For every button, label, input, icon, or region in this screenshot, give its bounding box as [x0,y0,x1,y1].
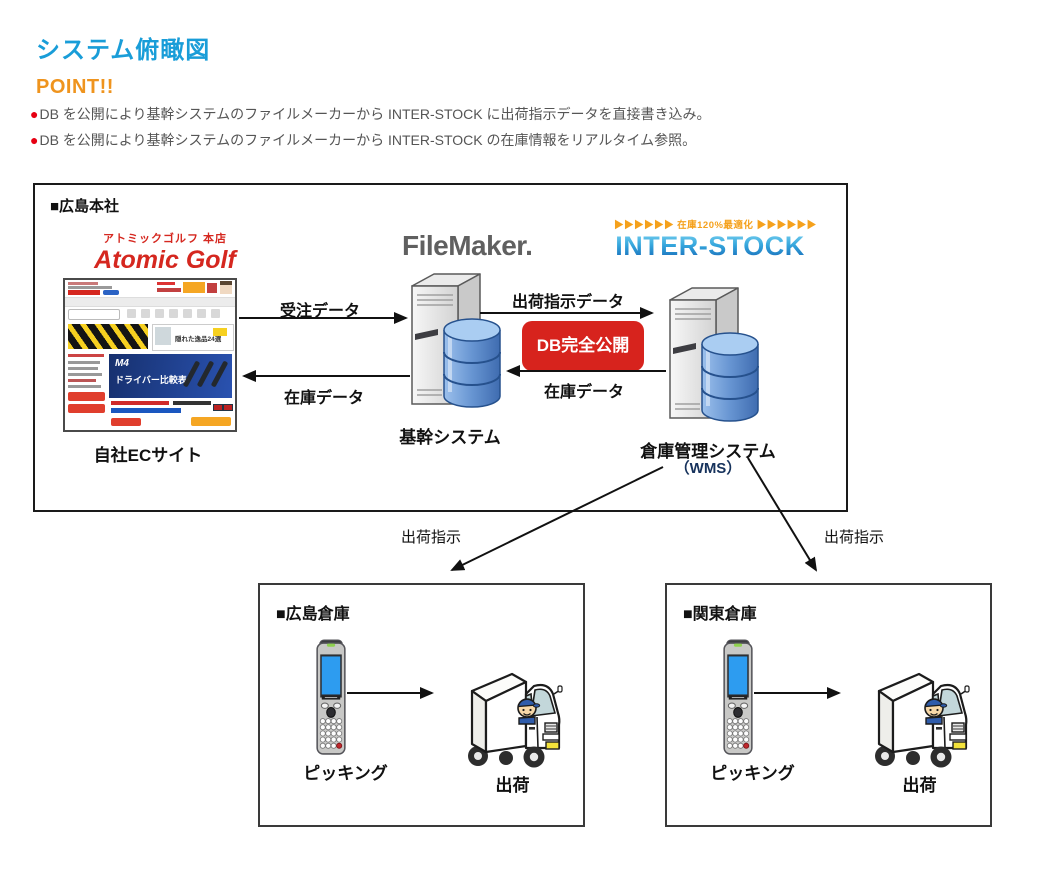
wms-server-illustration [658,276,768,434]
ec-site-caption: 自社ECサイト [93,446,203,465]
warehouse-label: ■広島倉庫 [276,606,350,623]
delivery-truck-illustration [458,661,566,773]
ec-sidebar-link [68,379,96,382]
order-data-label: 受注データ [279,303,360,320]
ec-site-screenshot: 隠れた逸品24選 M4 ドライバー比較表 [63,278,237,432]
ec-icon [127,309,136,318]
ec-topline [68,282,98,285]
handheld-terminal-illustration [315,638,347,756]
ec-hero-banner: M4 ドライバー比較表 [109,354,232,398]
ec-promo-badge [183,282,205,293]
ec-sidebar-heading [68,354,104,357]
ec-cta-button [111,418,141,426]
ec-flag-icon [213,404,223,411]
point-bullet-2: ●DB を公開により基幹システムのファイルメーカーから INTER-STOCK … [30,130,696,150]
filemaker-logo: FileMaker. [402,230,533,261]
stock-data-to-ec-label: 在庫データ [283,390,364,407]
ec-promo-banner-accent [213,328,227,336]
bullet-text: DB を公開により基幹システムのファイルメーカーから INTER-STOCK の… [39,132,697,148]
ec-phone-number [207,283,217,293]
ec-promo-banner-text: 隠れた逸品24選 [175,336,222,343]
dispatch-left-label: 出荷指示 [401,529,462,546]
bullet-text: DB を公開により基幹システムのファイルメーカーから INTER-STOCK に… [39,106,711,122]
ec-hero-text: ドライバー比較表 [115,375,187,385]
core-server-illustration [400,262,510,420]
ec-sidebar-link [68,385,101,388]
ec-sidebar-link [68,361,100,364]
ec-icon [183,309,192,318]
handheld-terminal-illustration [722,638,754,756]
hq-box: ■広島本社 アトミックゴルフ 本店 Atomic Golf [33,183,848,512]
atomic-golf-logo-main: Atomic Golf [94,246,236,274]
shipping-label: 出荷 [902,776,937,795]
warehouse-box-kanto: ■関東倉庫 ピッキング 出荷 [665,583,992,827]
ec-topline [68,286,112,289]
point-heading: POINT!! [36,76,114,98]
hq-box-label: ■広島本社 [50,198,120,215]
interstock-logo: ▶▶▶▶▶▶ 在庫120%最適化 ▶▶▶▶▶▶ INTER-STOCK [614,217,817,262]
ec-price-row [111,408,181,413]
delivery-truck-illustration [865,661,973,773]
warehouse-label: ■関東倉庫 [683,606,757,623]
ec-person-photo-hair [220,281,232,285]
atomic-golf-logo-top: アトミックゴルフ 本店 [102,233,228,245]
ship-instruction-data-label: 出荷指示データ [511,294,624,311]
ec-sidebar-link [68,367,98,370]
ec-search-box [68,309,120,320]
ec-phone-number [157,288,181,292]
ec-flag-icon [223,404,233,411]
ec-nav-bar [65,297,235,307]
ec-header-text [157,282,175,285]
ec-sale-banner [68,324,148,349]
ec-icon [211,309,220,318]
bullet-dot-icon: ● [30,132,39,148]
ec-cta-button [191,417,231,426]
shipping-label: 出荷 [495,776,530,795]
ec-icon [197,309,206,318]
picking-label: ピッキング [710,764,795,783]
bullet-dot-icon: ● [30,106,39,122]
interstock-logo-text: INTER-STOCK [615,231,805,261]
interstock-tagline: ▶▶▶▶▶▶ 在庫120%最適化 ▶▶▶▶▶▶ [614,220,817,231]
ec-icon [155,309,164,318]
ec-sidebar-button [68,404,105,413]
point-bullet-1: ●DB を公開により基幹システムのファイルメーカーから INTER-STOCK … [30,104,711,124]
stock-data-to-core-label: 在庫データ [543,384,624,401]
ec-icon [169,309,178,318]
db-open-badge: DB完全公開 [522,321,644,371]
dispatch-right-label: 出荷指示 [824,529,885,546]
ec-sidebar-link [68,373,102,376]
picking-label: ピッキング [303,764,388,783]
wms-caption: 倉庫管理システム [640,442,776,461]
ec-hero-badge: M4 [115,358,129,369]
ec-price-row [111,401,169,405]
page-title: システム俯瞰図 [36,37,211,64]
wms-caption-sub: （WMS） [674,460,742,477]
ec-mini-logo [68,290,100,295]
atomic-golf-logo: アトミックゴルフ 本店 Atomic Golf [75,230,255,275]
core-system-caption: 基幹システム [399,428,501,447]
warehouse-box-hiroshima: ■広島倉庫 ピッキング 出荷 [258,583,585,827]
ec-sidebar-button [68,392,105,401]
ec-promo-banner-image [155,327,171,345]
ec-mini-button [103,290,119,295]
ec-price-row [173,401,211,405]
ec-icon [141,309,150,318]
